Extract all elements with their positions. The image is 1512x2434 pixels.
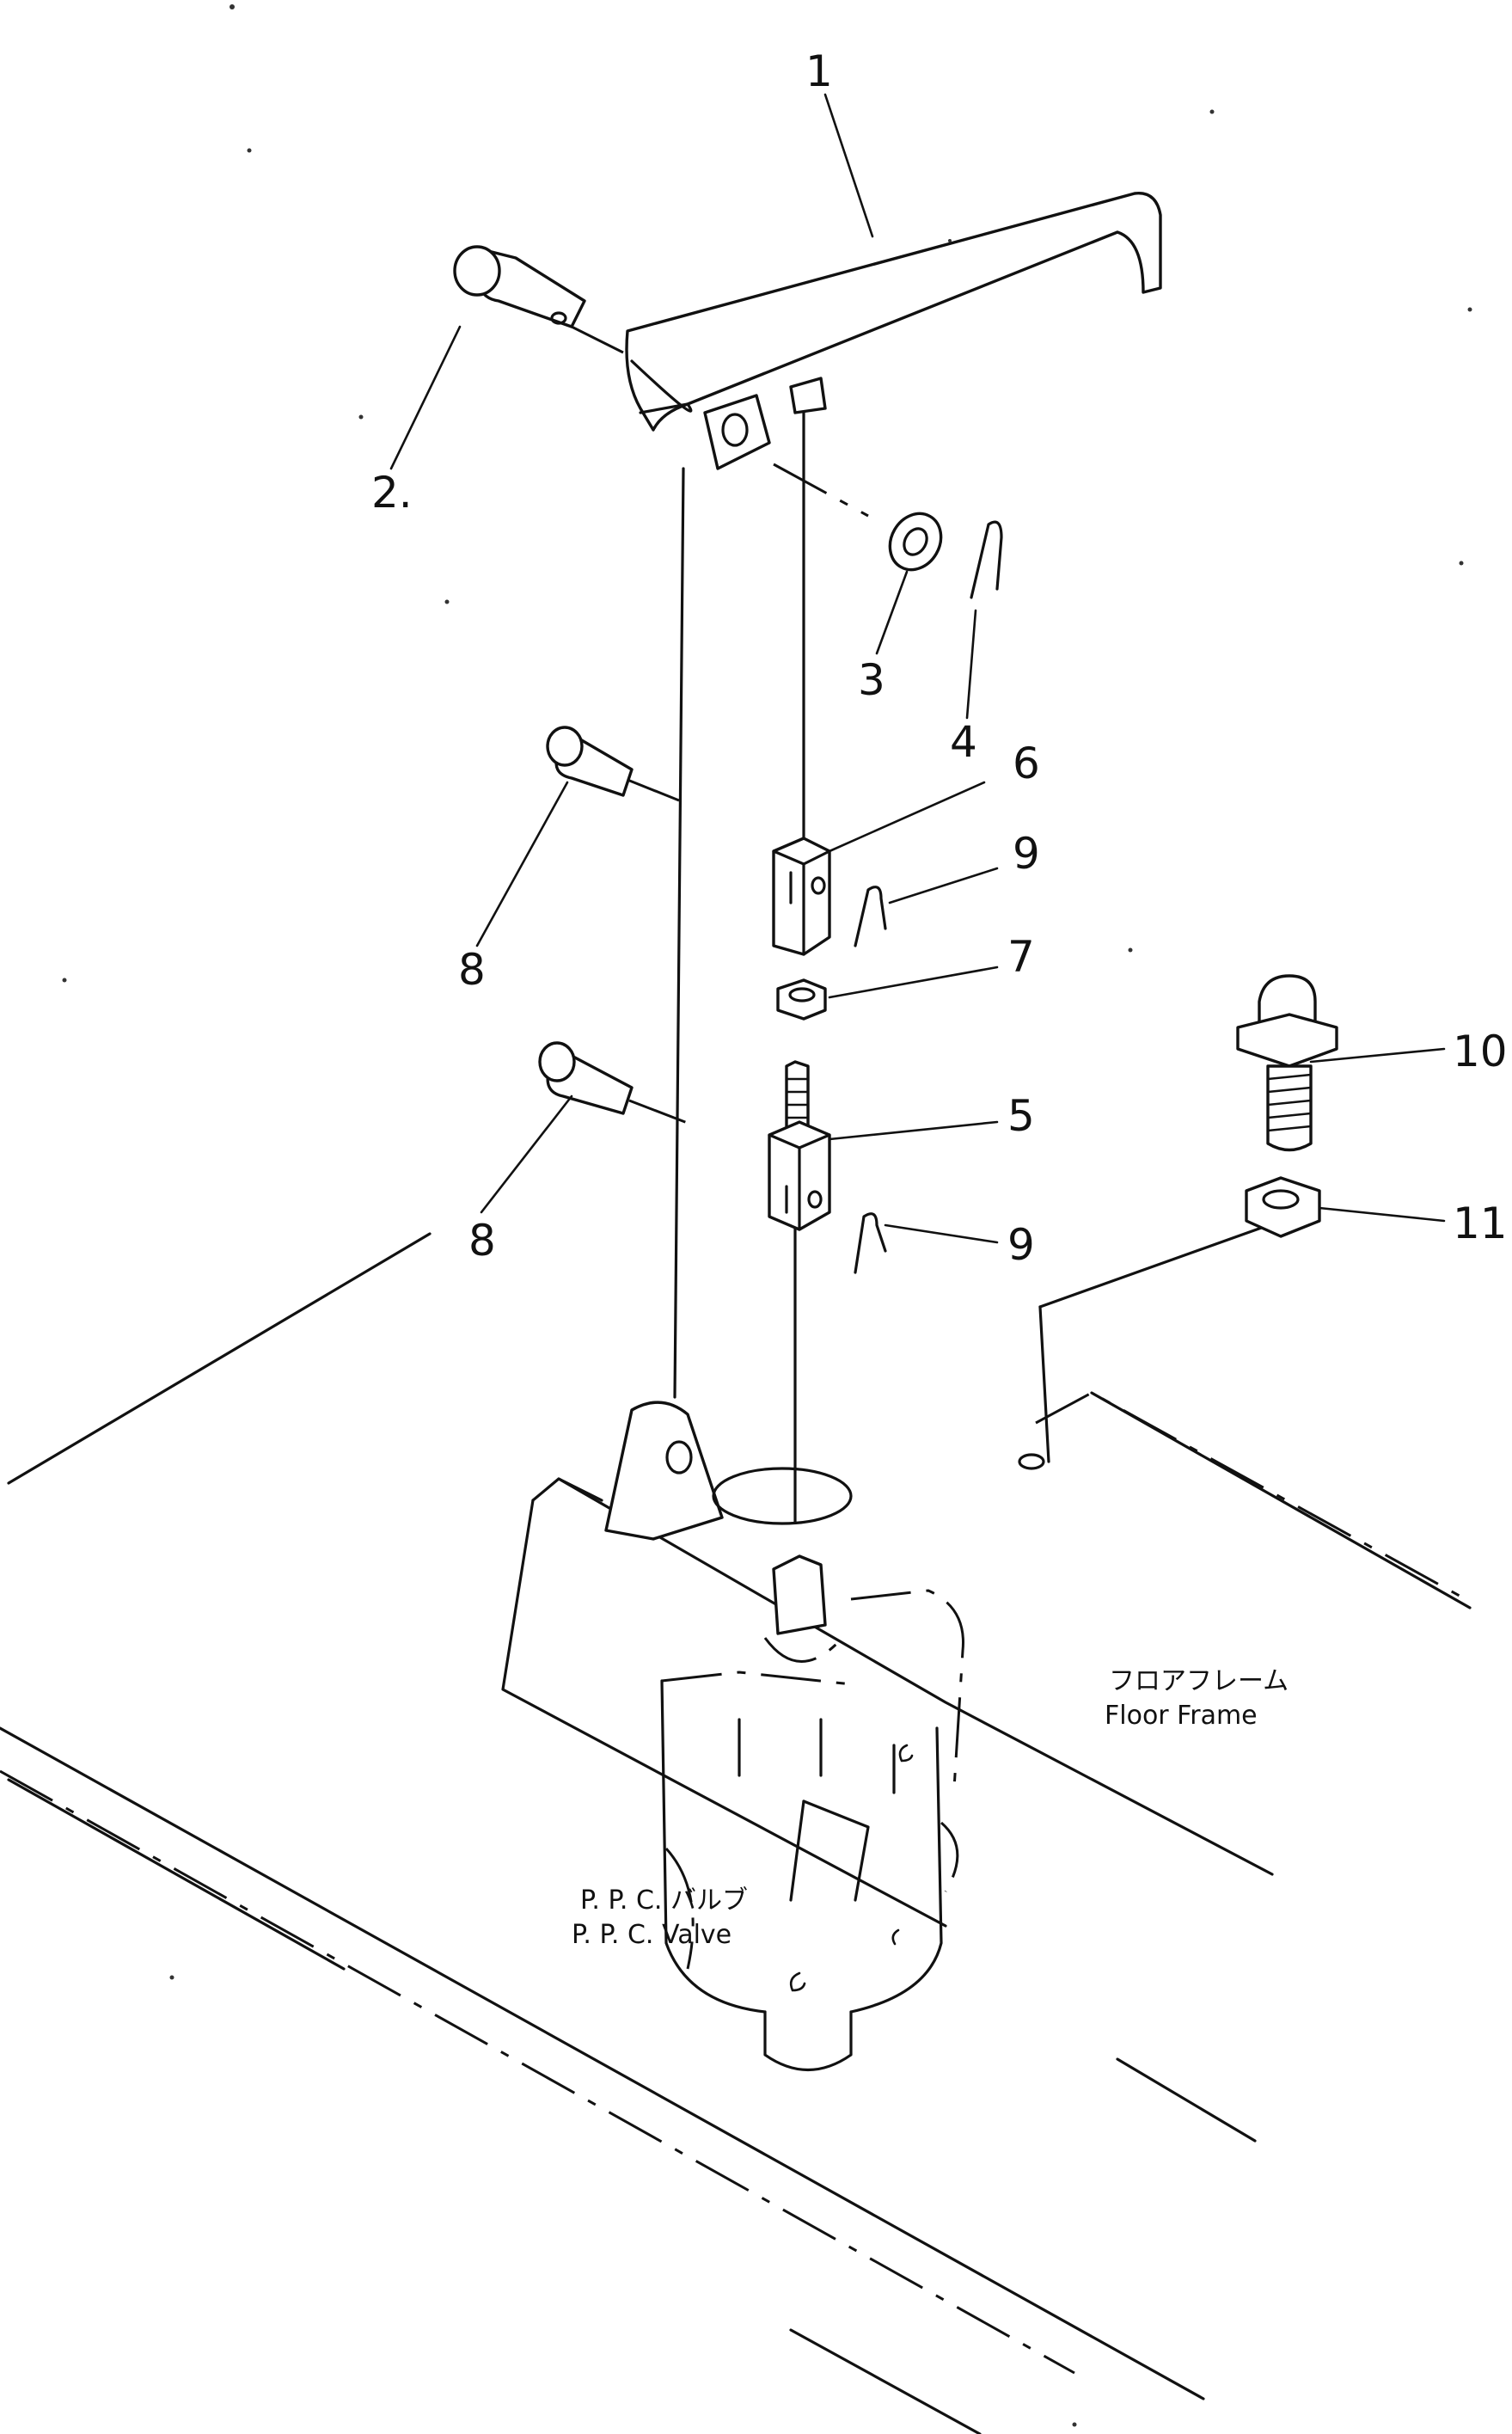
floor-frame-label-jp: フロアフレーム — [1109, 1666, 1289, 1696]
scan-specks — [62, 4, 1472, 2427]
floor-frame — [0, 1219, 1472, 2434]
part-3-washer — [888, 512, 943, 572]
part-7-nut — [776, 978, 827, 1021]
ppc-valve — [501, 1401, 1274, 2071]
part-6-clevis — [772, 837, 831, 956]
part-8-pin-lower — [538, 1041, 634, 1115]
callout-10: 10 — [1453, 1027, 1508, 1076]
part-1-lever — [625, 192, 1162, 470]
callout-9-lower: 9 — [1007, 1220, 1035, 1270]
callout-3: 3 — [858, 655, 885, 705]
leader-lines — [389, 93, 1446, 1244]
callout-11: 11 — [1453, 1199, 1508, 1248]
labels: フロアフレーム Floor Frame P. P. C. バルブ P. P. C… — [572, 1666, 1289, 1950]
part-8-pin-upper — [546, 726, 634, 797]
part-2-pin — [453, 245, 586, 328]
part-9-cotter-pin-upper — [854, 886, 887, 947]
callout-1: 1 — [805, 46, 833, 96]
callout-2: 2. — [371, 468, 413, 518]
callout-4: 4 — [950, 717, 977, 767]
part-10-bolt — [1236, 974, 1338, 1152]
ppc-valve-label-en: P. P. C. Valve — [572, 1920, 732, 1950]
part-4-cotter-pin — [970, 520, 1003, 599]
alignment-lines — [571, 325, 869, 1524]
part-5-clevis-rod — [768, 1060, 831, 1231]
part-11-nut — [1245, 1176, 1321, 1238]
callout-7: 7 — [1007, 932, 1035, 982]
callout-5: 5 — [1007, 1091, 1035, 1141]
callout-8-upper: 8 — [458, 945, 486, 995]
callout-6: 6 — [1013, 739, 1040, 788]
callout-9-upper: 9 — [1013, 829, 1040, 879]
part-9-cotter-pin-lower — [854, 1212, 887, 1274]
ppc-valve-label-jp: P. P. C. バルブ — [580, 1885, 748, 1916]
callout-8-lower: 8 — [468, 1216, 496, 1266]
floor-frame-label-en: Floor Frame — [1105, 1701, 1258, 1731]
callouts: 1 2. 3 4 6 9 7 8 5 9 8 10 11 — [371, 46, 1508, 1270]
